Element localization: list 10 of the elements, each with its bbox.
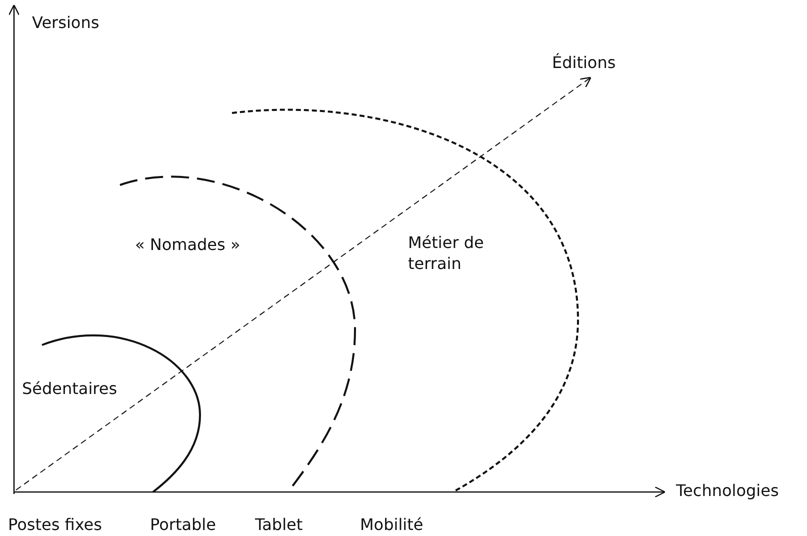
group-label: Métier de terrain [408, 232, 485, 274]
category-label: Tablet [255, 514, 303, 535]
axis-label: Éditions [552, 52, 616, 73]
axis-label: Versions [32, 12, 100, 33]
axis-label: Technologies [676, 480, 779, 501]
group-label: « Nomades » [135, 234, 240, 255]
category-label: Mobilité [360, 514, 424, 535]
group-label: Sédentaires [22, 378, 118, 399]
category-label: Portable [150, 514, 216, 535]
category-label: Postes fixes [8, 514, 102, 535]
